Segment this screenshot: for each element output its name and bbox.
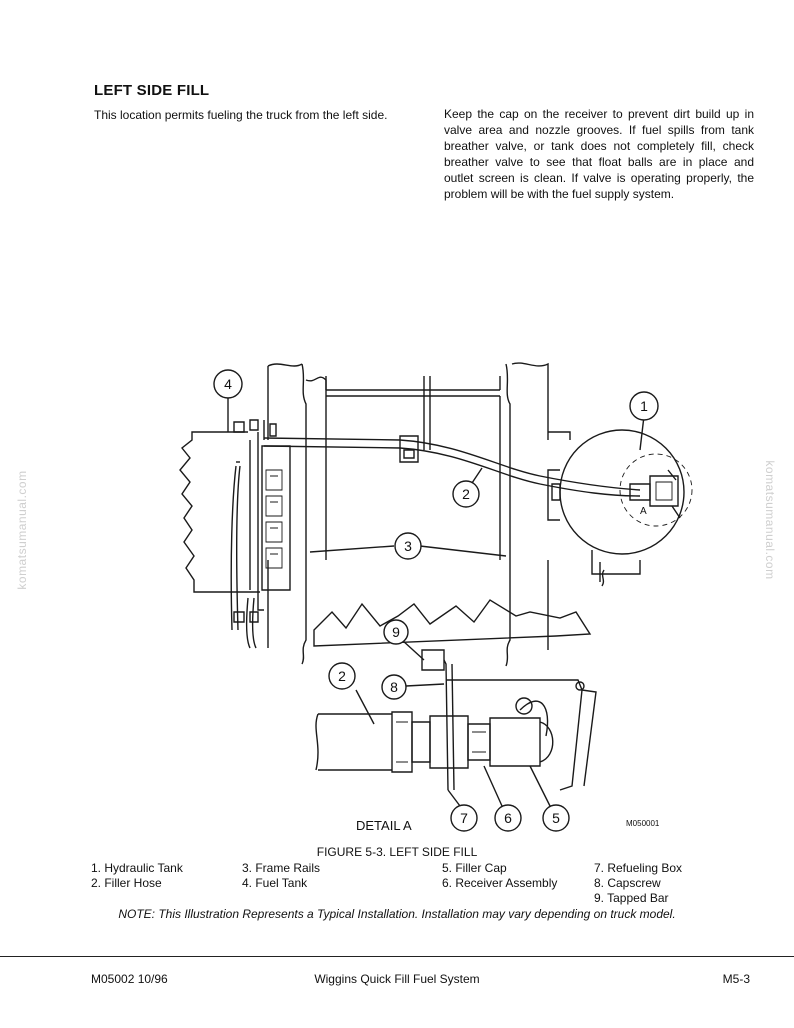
legend-col-3: 5. Filler Cap 6. Receiver Assembly — [442, 861, 557, 891]
body-text: Keep the cap on the receiver to prevent … — [444, 107, 754, 201]
legend-item: 4. Fuel Tank — [242, 876, 308, 890]
legend-item: 6. Receiver Assembly — [442, 876, 558, 890]
callout-2-label: 2 — [462, 486, 470, 502]
callout-3: 3 — [394, 532, 422, 560]
callout-detail-7-label: 7 — [460, 810, 468, 826]
callout-3-label: 3 — [404, 538, 412, 554]
callout-1: 1 — [629, 391, 659, 421]
callout-1-label: 1 — [640, 398, 648, 414]
callout-detail-2: 2 — [328, 662, 356, 690]
callout-detail-2-label: 2 — [338, 668, 346, 684]
legend-col-1: 1. Hydraulic Tank 2. Filler Hose — [91, 861, 183, 891]
legend-col-4: 7. Refueling Box 8. Capscrew 9. Tapped B… — [594, 861, 682, 906]
callout-detail-8-label: 8 — [390, 679, 398, 695]
legend-item: 8. Capscrew — [594, 876, 661, 890]
callout-detail-5: 5 — [542, 804, 570, 832]
legend-item: 3. Frame Rails — [242, 861, 321, 875]
callout-detail-9-label: 9 — [392, 624, 400, 640]
callout-detail-8: 8 — [381, 674, 407, 700]
callout-2: 2 — [452, 480, 480, 508]
callout-detail-6: 6 — [494, 804, 522, 832]
legend-item: 2. Filler Hose — [91, 876, 162, 890]
legend-item: 7. Refueling Box — [594, 861, 683, 875]
callout-detail-7: 7 — [450, 804, 478, 832]
footer-divider — [0, 956, 794, 957]
footer-doc-id: M05002 10/96 — [91, 972, 168, 986]
legend-item: 9. Tapped Bar — [594, 891, 669, 905]
intro-text: This location permits fueling the truck … — [94, 108, 388, 122]
detail-marker: A — [640, 506, 647, 517]
figure-caption: FIGURE 5-3. LEFT SIDE FILL — [316, 845, 478, 859]
footer-title: Wiggins Quick Fill Fuel System — [314, 972, 480, 986]
callout-detail-9: 9 — [383, 619, 409, 645]
callout-detail-6-label: 6 — [504, 810, 512, 826]
detail-label: DETAIL A — [356, 818, 412, 833]
legend-item: 5. Filler Cap — [442, 861, 507, 875]
callout-4-label: 4 — [224, 376, 232, 392]
callout-4: 4 — [213, 369, 243, 399]
callout-detail-5-label: 5 — [552, 810, 560, 826]
section-heading: LEFT SIDE FILL — [94, 82, 210, 99]
drawing-id: M050001 — [626, 819, 660, 828]
installation-note: NOTE: This Illustration Represents a Typ… — [118, 907, 676, 921]
legend-item: 1. Hydraulic Tank — [91, 861, 183, 875]
footer-page-number: M5-3 — [722, 972, 750, 986]
legend-col-2: 3. Frame Rails 4. Fuel Tank — [242, 861, 320, 891]
